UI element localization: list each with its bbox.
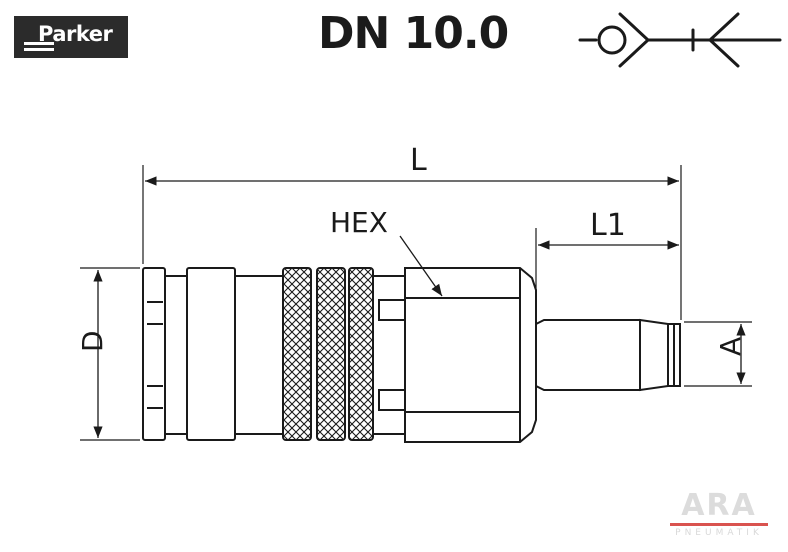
dimension-label-HEX: HEX bbox=[330, 206, 388, 239]
parker-logo-text: Parker bbox=[38, 22, 113, 46]
parker-logo bbox=[14, 16, 128, 58]
ara-pneumatik-watermark: ARA PNEUMATIK bbox=[664, 491, 774, 538]
page-title: DN 10.0 bbox=[318, 8, 509, 59]
dimension-label-L: L bbox=[410, 143, 427, 178]
dimension-label-D: D bbox=[76, 330, 109, 352]
parker-logo-stripes bbox=[24, 42, 54, 54]
watermark-sub-text: PNEUMATIK bbox=[675, 528, 763, 538]
dimension-label-L1: L1 bbox=[590, 208, 626, 243]
watermark-main-text: ARA bbox=[681, 488, 757, 523]
watermark-accent-bar bbox=[670, 523, 768, 526]
dimension-label-A: A bbox=[714, 337, 747, 356]
